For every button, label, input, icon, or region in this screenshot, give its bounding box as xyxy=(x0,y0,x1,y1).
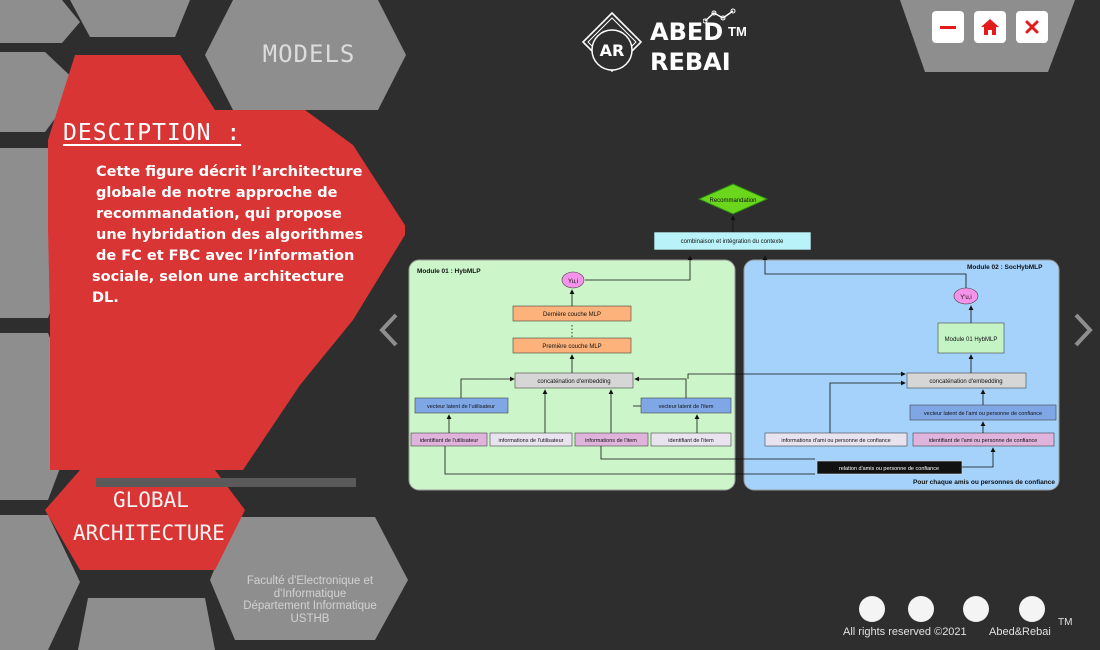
faculty-line: Département Informatique xyxy=(243,600,377,612)
latent-user-box xyxy=(414,397,509,414)
global-architecture-label[interactable]: ARCHITECTURE xyxy=(73,521,225,545)
page-dot-button[interactable] xyxy=(1019,596,1045,622)
module2-title: Module 02 : SocHybMLP xyxy=(967,264,1043,271)
recommendation-label: Recommandation xyxy=(709,198,756,204)
faculty-info: Faculté d'Electronique et d'Informatique… xyxy=(230,575,390,625)
hex-tile xyxy=(70,0,190,37)
info-friend-label: informations d'ami ou personne de confia… xyxy=(781,438,890,444)
info-user-label: informations de l'utilisateur xyxy=(499,438,564,444)
id-user-label: identifiant de l'utilisateur xyxy=(420,438,479,444)
hex-tile xyxy=(78,598,215,650)
first-mlp-layer xyxy=(512,337,632,354)
hex-tile xyxy=(0,52,80,132)
hex-tile xyxy=(205,0,406,110)
close-icon xyxy=(1025,20,1039,34)
architecture-diagram: Module 01 : HybMLP Module 02 : SocHybMLP… xyxy=(405,178,1065,493)
info-item-box xyxy=(574,432,649,447)
logo-monogram: AR xyxy=(600,41,625,60)
models-nav-label[interactable]: MODELS xyxy=(262,40,356,68)
chevron-right-icon xyxy=(1074,313,1093,347)
description-line: recommandation, qui propose xyxy=(96,206,342,222)
recommendation-node xyxy=(697,183,769,215)
description-line: Cette figure décrit l’architecture xyxy=(96,164,363,180)
faculty-line: Faculté d'Electronique et xyxy=(246,575,374,587)
section-divider xyxy=(96,478,356,487)
close-button[interactable] xyxy=(1016,11,1048,43)
description-line: une hybridation des algorithmes xyxy=(96,227,364,243)
brand-text: Abed&Rebai xyxy=(989,626,1051,638)
minimize-icon xyxy=(940,26,956,29)
trend-line-icon xyxy=(703,8,736,24)
hex-tile xyxy=(0,515,80,650)
description-text: Cette figure décrit l’architecture globa… xyxy=(92,162,372,309)
faculty-line: USTHB xyxy=(290,612,330,625)
latent-user-label: vecteur latent de l'utilisateur xyxy=(427,404,495,410)
context-box-label: combinaison et intégration du contexte xyxy=(681,239,784,245)
latent-friend-label: vecteur latent de l'ami ou personne de c… xyxy=(924,411,1042,417)
global-architecture-label[interactable]: GLOBAL xyxy=(113,488,189,512)
module2-concat xyxy=(906,372,1027,389)
hybmlp-module-label: Module 01 HybMLP xyxy=(945,337,998,343)
info-user-box xyxy=(489,432,573,447)
id-friend-box xyxy=(912,432,1055,447)
minimize-button[interactable] xyxy=(932,11,964,43)
last-mlp-layer-label: Dernière couche MLP xyxy=(543,312,601,318)
info-friend-box xyxy=(764,432,908,447)
faculty-line: d'Informatique xyxy=(273,587,347,600)
module2-footer-label: Pour chaque amis ou personnes de confian… xyxy=(913,479,1055,486)
relation-label: relation d'amis ou personne de confiance xyxy=(839,466,939,472)
description-line: sociale, selon une architecture DL. xyxy=(92,269,345,306)
id-friend-label: identifiant de l'ami ou personne de conf… xyxy=(929,438,1038,444)
first-mlp-layer-label: Première couche MLP xyxy=(542,344,601,350)
module1-output-node xyxy=(561,271,585,289)
info-item-label: informations de l'item xyxy=(585,438,637,444)
home-icon xyxy=(981,19,999,35)
description-hexagon xyxy=(48,55,408,470)
context-box xyxy=(653,231,812,251)
chevron-left-icon xyxy=(379,313,398,347)
logo-text: ABED xyxy=(650,18,724,46)
page-dot-button[interactable] xyxy=(963,596,989,622)
trademark-label: TM xyxy=(1058,617,1073,628)
logo-text: REBAI xyxy=(650,48,731,76)
home-button[interactable] xyxy=(974,11,1006,43)
module1-concat xyxy=(514,372,634,389)
page-dot-button[interactable] xyxy=(908,596,934,622)
module1-title: Module 01 : HybMLP xyxy=(417,268,481,275)
description-heading: DESCIPTION : xyxy=(63,120,242,146)
hex-tile xyxy=(0,0,80,43)
module2-concat-label: concaténation d'embedding xyxy=(929,379,1002,385)
module1-output-label: Yu,i xyxy=(568,279,578,285)
global-architecture-hexagon xyxy=(45,470,245,570)
module2-output-label: Y'u,i xyxy=(960,295,971,301)
logo: AR xyxy=(581,11,643,73)
page-dot-button[interactable] xyxy=(859,596,885,622)
description-line: globale de notre approche de xyxy=(96,185,338,201)
relation-box xyxy=(816,460,963,475)
next-slide-button[interactable] xyxy=(1068,310,1098,350)
previous-slide-button[interactable] xyxy=(374,310,404,350)
hybmlp-module-box xyxy=(937,322,1005,354)
copyright-text: All rights reserved ©2021 xyxy=(843,626,967,638)
id-item-label: identifiant de l'item xyxy=(668,438,714,444)
id-item-box xyxy=(650,432,732,447)
module1-concat-label: concaténation d'embedding xyxy=(537,379,610,385)
hex-tile xyxy=(210,517,408,640)
description-line: de FC et FBC avec l’information xyxy=(96,248,355,264)
latent-item-label: vecteur latent de l'item xyxy=(659,404,714,410)
trademark-label: TM xyxy=(728,24,747,39)
